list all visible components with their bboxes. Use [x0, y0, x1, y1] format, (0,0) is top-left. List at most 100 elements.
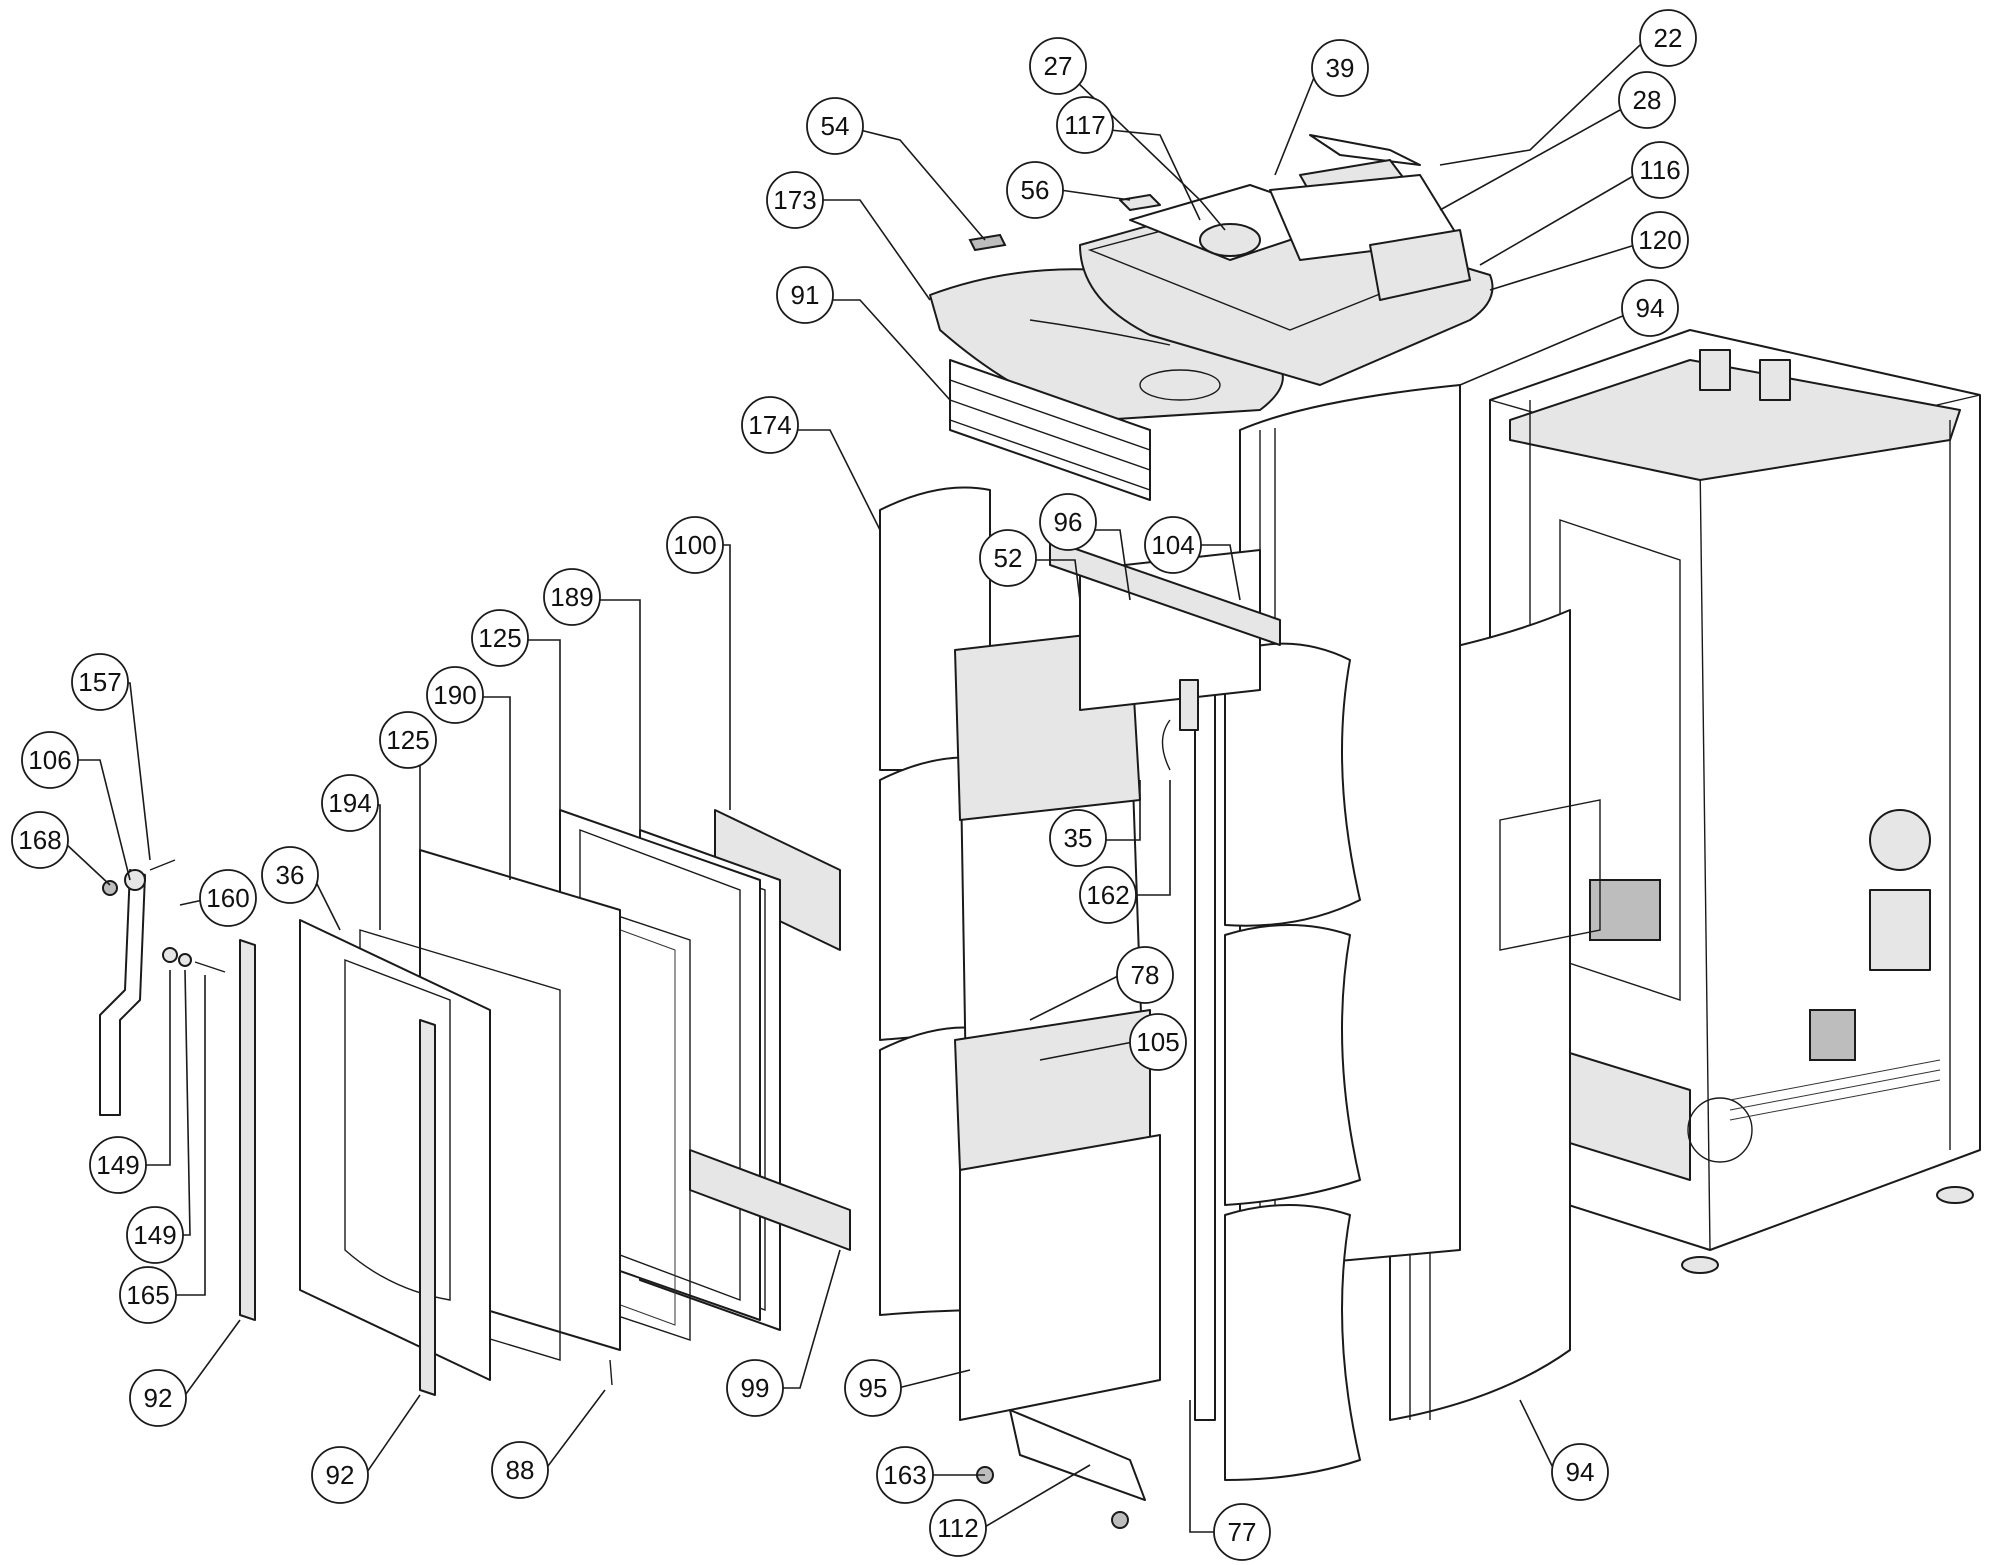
callout-112: 112: [929, 1464, 1091, 1557]
leader-line: [795, 429, 881, 531]
callout-99: 99: [726, 1249, 841, 1417]
leader-line: [720, 544, 731, 810]
leader-line: [830, 299, 951, 401]
rail-99: [689, 1149, 851, 1251]
callout-circle: [876, 1446, 934, 1504]
callout-circle: [1049, 809, 1107, 867]
callout-125: 125: [379, 711, 437, 850]
callout-label: 94: [1636, 293, 1665, 323]
leader-line: [143, 970, 171, 1166]
callout-label: 104: [1151, 530, 1194, 560]
bracket-35-162: [1161, 679, 1199, 771]
callout-circle: [1029, 37, 1087, 95]
callout-circle: [426, 666, 484, 724]
front-tiles-column: [1194, 642, 1361, 1481]
callout-label: 157: [78, 667, 121, 697]
callout-194: 194: [321, 774, 381, 930]
callout-label: 117: [1064, 110, 1105, 140]
leader-line: [1109, 129, 1201, 221]
callout-label: 160: [206, 883, 249, 913]
callout-label: 106: [28, 745, 71, 775]
callout-circle: [1631, 211, 1689, 269]
leader-line: [75, 759, 131, 881]
callout-189: 189: [543, 568, 641, 830]
callout-circle: [929, 1499, 987, 1557]
leader-line: [1039, 1041, 1134, 1061]
leader-line: [364, 1394, 421, 1476]
callout-circle: [1039, 493, 1097, 551]
callout-163: 163: [876, 1446, 985, 1504]
callout-label: 112: [937, 1513, 978, 1543]
callout-label: 52: [994, 543, 1023, 573]
leader-line: [820, 199, 931, 301]
callout-22: 22: [1439, 9, 1697, 166]
leader-line: [180, 969, 191, 1236]
callout-120: 120: [1489, 211, 1689, 291]
pin-88: [609, 1359, 613, 1386]
callout-77: 77: [1189, 1400, 1271, 1561]
callout-168: 168: [11, 811, 111, 886]
callout-56: 56: [1006, 161, 1131, 219]
callout-106: 106: [21, 731, 131, 881]
callout-circle: [199, 869, 257, 927]
leader-line: [480, 696, 511, 880]
callout-149: 149: [89, 970, 171, 1194]
callout-125: 125: [471, 609, 561, 810]
leader-line: [1130, 780, 1171, 896]
callout-circle: [1006, 161, 1064, 219]
callout-label: 162: [1086, 880, 1129, 910]
callout-label: 173: [773, 185, 816, 215]
side-rail-116: [1369, 229, 1471, 301]
leader-line: [859, 129, 986, 241]
leader-line: [182, 1319, 241, 1399]
callout-label: 105: [1136, 1027, 1179, 1057]
callout-circle: [1116, 946, 1174, 1004]
callout-label: 78: [1131, 960, 1160, 990]
callout-label: 56: [1021, 175, 1050, 205]
leader-line: [1029, 974, 1121, 1021]
callout-circle: [1551, 1443, 1609, 1501]
callout-circle: [1618, 71, 1676, 129]
callout-circle: [1079, 866, 1137, 924]
leader-line: [1198, 544, 1241, 601]
callout-label: 125: [386, 725, 429, 755]
bracket-112: [976, 1409, 1146, 1529]
callout-28: 28: [1439, 71, 1676, 211]
leader-line: [125, 682, 151, 861]
leader-line: [375, 804, 381, 930]
leader-line: [1189, 1400, 1217, 1533]
callout-label: 163: [883, 1460, 926, 1490]
callout-label: 190: [433, 680, 476, 710]
leader-line: [1519, 1399, 1556, 1473]
callout-160: 160: [179, 869, 257, 927]
callout-117: 117: [1056, 96, 1201, 221]
callout-label: 94: [1566, 1457, 1595, 1487]
callout-circle: [726, 1359, 784, 1417]
callout-95: 95: [844, 1359, 971, 1417]
leader-line: [1274, 74, 1316, 176]
callout-label: 125: [478, 623, 521, 653]
leader-line: [525, 639, 561, 810]
leader-line: [1030, 559, 1081, 601]
leader-line: [173, 975, 206, 1296]
leader-line: [1059, 189, 1131, 201]
callout-88: 88: [491, 1389, 606, 1499]
door-handle-106: [99, 859, 226, 1116]
callout-label: 149: [133, 1220, 176, 1250]
frame-95-78: [954, 629, 1161, 1421]
callout-label: 96: [1054, 507, 1083, 537]
callout-label: 168: [18, 825, 61, 855]
callout-circle: [129, 1369, 187, 1427]
leader-line: [1489, 244, 1636, 291]
callout-circle: [1631, 141, 1689, 199]
callout-circle: [1056, 96, 1114, 154]
callout-157: 157: [71, 653, 151, 861]
callout-54: 54: [806, 97, 986, 241]
callout-circle: [741, 396, 799, 454]
callout-165: 165: [119, 975, 206, 1324]
callout-label: 120: [1638, 225, 1681, 255]
callout-circle: [766, 171, 824, 229]
leader-line: [982, 1464, 1091, 1529]
callout-label: 189: [550, 582, 593, 612]
